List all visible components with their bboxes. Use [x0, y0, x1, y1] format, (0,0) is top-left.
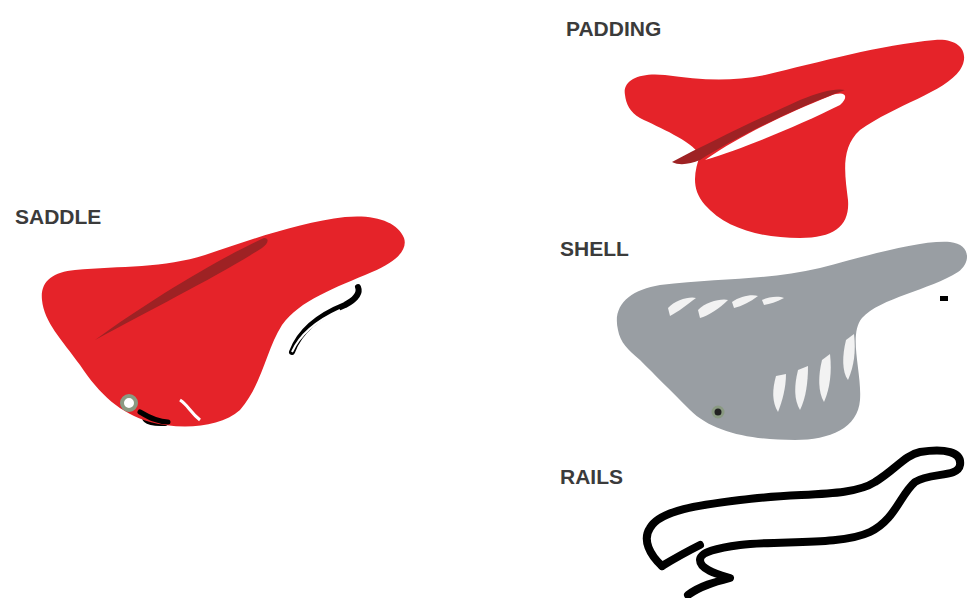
groove [95, 238, 268, 340]
part-label: SADDLE [15, 206, 101, 227]
rail-clamp [122, 396, 136, 410]
rail-clamp [713, 407, 723, 417]
rail-gap [292, 310, 340, 352]
padding-shape [42, 216, 405, 426]
padding-shape [625, 40, 964, 238]
rail-gap [180, 400, 200, 420]
shell-part [617, 242, 967, 440]
slit-edge [672, 89, 845, 164]
part-label: RAILS [560, 466, 623, 487]
rails-part [662, 545, 700, 566]
part-label: PADDING [566, 18, 661, 39]
assembled-saddle [42, 216, 405, 426]
rail [140, 412, 168, 422]
padding-part [625, 40, 964, 238]
rails-part [647, 451, 960, 595]
part-label: SHELL [560, 238, 629, 259]
shell-ribs [668, 295, 855, 412]
shell-shape [617, 242, 967, 440]
padding-slit [705, 94, 845, 160]
rail-tip [940, 296, 948, 301]
